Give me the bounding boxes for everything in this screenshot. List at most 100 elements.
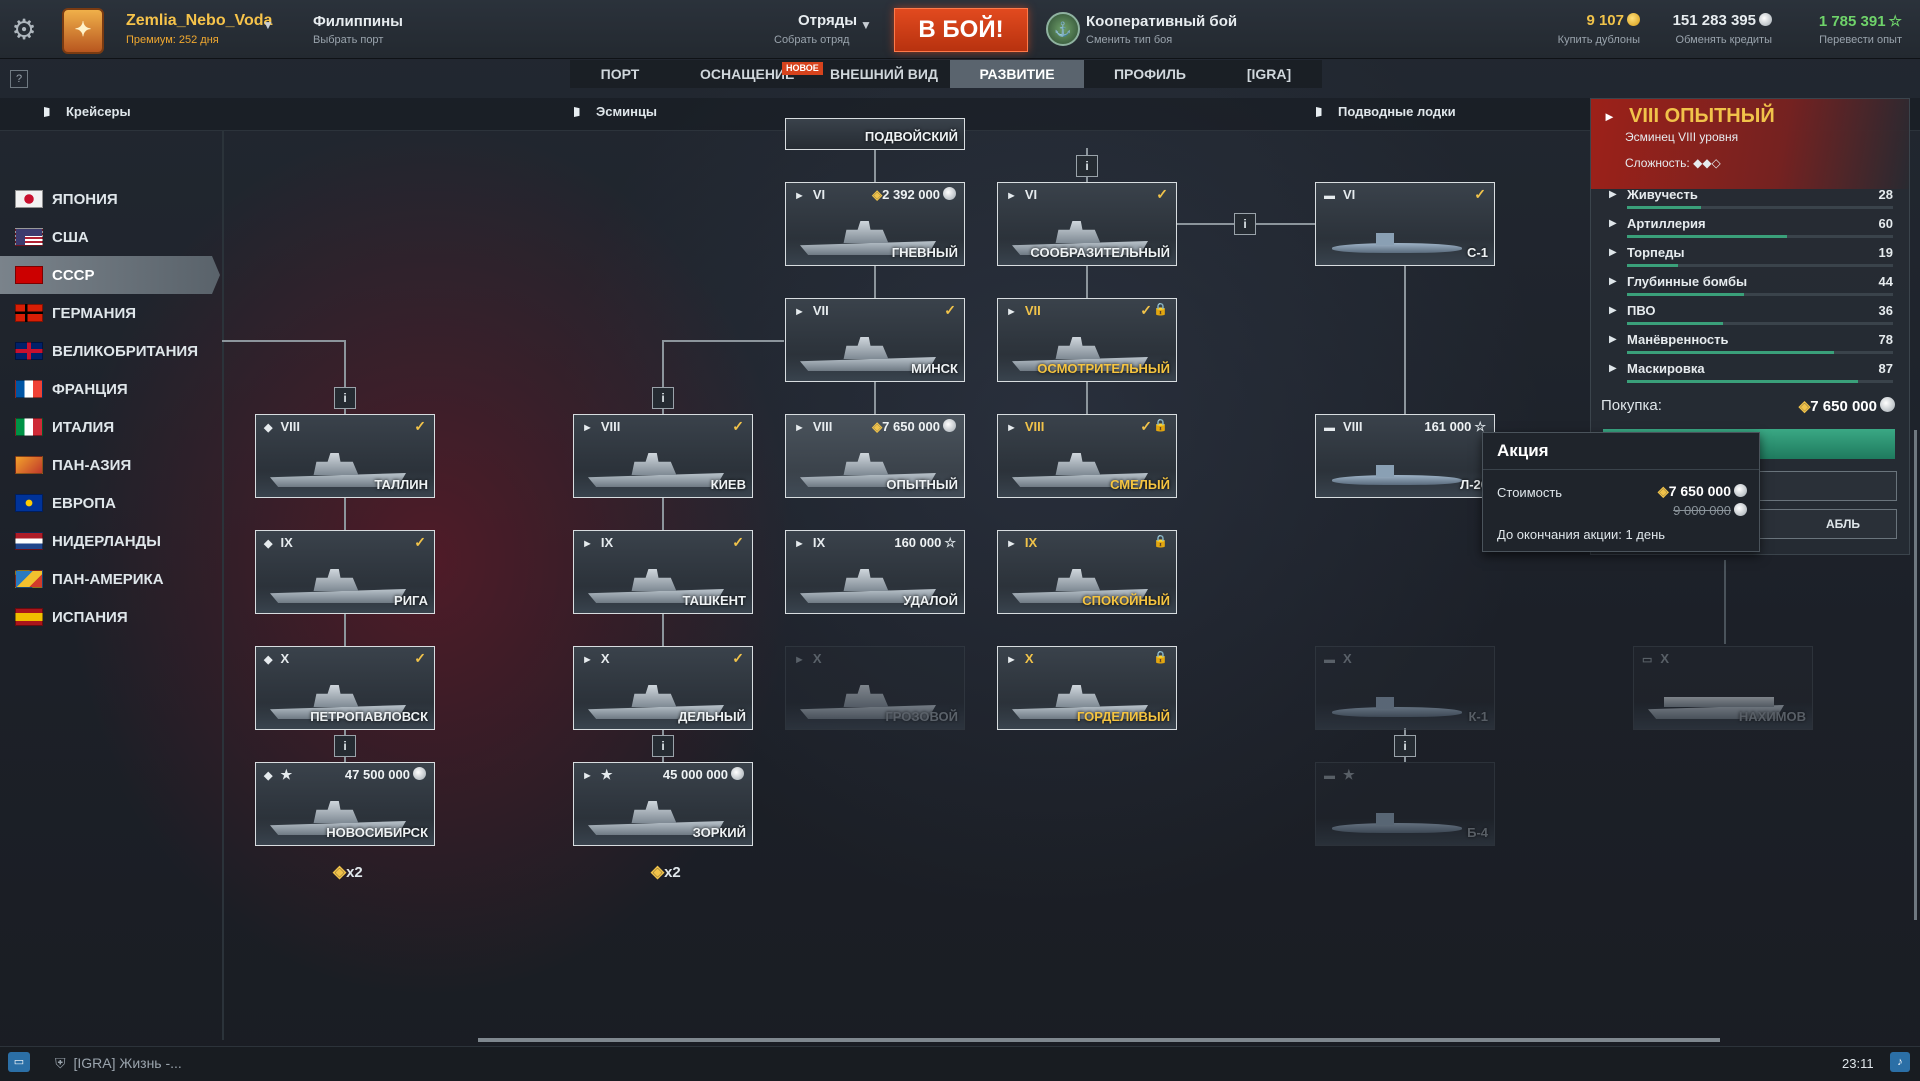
star-icon: ☆ <box>1888 13 1902 30</box>
tier-label: IX <box>600 535 614 550</box>
info-button[interactable]: i <box>1076 155 1098 177</box>
convert-xp-link[interactable]: Перевести опыт <box>1819 34 1902 46</box>
ship-card-k1[interactable]: ▬X К-1 <box>1315 646 1495 730</box>
clan-emblem[interactable]: ✦ <box>62 8 104 54</box>
horizontal-scrollbar[interactable] <box>478 1038 1720 1042</box>
tab-development[interactable]: РАЗВИТИЕ <box>950 60 1084 88</box>
ship-card-kiev[interactable]: ►VIII ✓ КИЕВ <box>573 414 753 498</box>
info-button[interactable]: i <box>652 735 674 757</box>
squad-button[interactable]: Отряды <box>798 12 858 29</box>
info-button[interactable]: i <box>334 387 356 409</box>
nation-europe[interactable]: ЕВРОПА <box>0 484 222 522</box>
free-xp-balance[interactable]: 1 785 391☆ <box>1790 12 1902 30</box>
nation-label: ИТАЛИЯ <box>52 418 115 436</box>
nation-usa[interactable]: США <box>0 218 222 256</box>
tooltip-old-cost: 9 000 000 <box>1673 503 1747 518</box>
nation-list: ЯПОНИЯ США СССР ГЕРМАНИЯ ВЕЛИКОБРИТАНИЯ … <box>0 180 222 636</box>
notification-bell-icon[interactable]: ♪ <box>1890 1052 1910 1072</box>
nation-ussr[interactable]: СССР <box>0 256 220 294</box>
battle-button[interactable]: В БОЙ! <box>894 8 1028 52</box>
port-select-link[interactable]: Выбрать порт <box>313 34 384 46</box>
ship-card-novosibirsk[interactable]: ◆★ 47 500 000 НОВОСИБИРСК <box>255 762 435 846</box>
ship-tier: ▭X <box>1642 651 1669 666</box>
tree-line <box>662 612 664 646</box>
nation-uk[interactable]: ВЕЛИКОБРИТАНИЯ <box>0 332 222 370</box>
chevron-down-icon[interactable]: ▼ <box>860 18 872 32</box>
class-destroyers[interactable]: Эсминцы <box>574 104 657 119</box>
tab-port[interactable]: ПОРТ <box>600 66 640 82</box>
doubloons-balance[interactable]: 9 107 <box>1540 12 1640 29</box>
battle-type-icon[interactable]: ⚓ <box>1046 12 1080 46</box>
tier-label: VIII <box>1024 419 1045 434</box>
credit-icon <box>1734 484 1747 497</box>
ship-card-soobrazitelny[interactable]: ►VI ✓ СООБРАЗИТЕЛЬНЫЙ <box>997 182 1177 266</box>
nation-netherlands[interactable]: НИДЕРЛАНДЫ <box>0 522 222 560</box>
vertical-scrollbar[interactable] <box>1914 430 1917 920</box>
ship-card-smely[interactable]: ►VIII ✓ 🔒 СМЕЛЫЙ <box>997 414 1177 498</box>
ship-card-tashkent[interactable]: ►IX ✓ ТАШКЕНТ <box>573 530 753 614</box>
xp-multiplier: ◈x2 <box>651 862 681 882</box>
ship-card-opytny[interactable]: ►VIII ◈7 650 000 ОПЫТНЫЙ <box>785 414 965 498</box>
ship-card-riga[interactable]: ◆IX ✓ РИГА <box>255 530 435 614</box>
port-name[interactable]: Филиппины <box>313 13 403 30</box>
ship-superstructure <box>843 685 889 707</box>
ship-card-delny[interactable]: ►X ✓ ДЕЛЬНЫЙ <box>573 646 753 730</box>
ship-card-osmotritelny[interactable]: ►VII ✓ 🔒 ОСМОТРИТЕЛЬНЫЙ <box>997 298 1177 382</box>
lock-icon: 🔒 <box>1153 418 1168 432</box>
tree-line <box>874 148 876 184</box>
researched-check-icon: ✓ <box>732 650 744 666</box>
ship-card-minsk[interactable]: ►VII ✓ МИНСК <box>785 298 965 382</box>
tab-appearance[interactable]: ВНЕШНИЙ ВИД <box>830 66 938 82</box>
doubloons-value: 9 107 <box>1586 12 1624 29</box>
ship-card-podvoisky[interactable]: ПОДВОЙСКИЙ <box>785 118 965 150</box>
battle-type[interactable]: Кооперативный бой <box>1086 13 1238 30</box>
info-button[interactable]: i <box>1394 735 1416 757</box>
ship-card-petropavlovsk[interactable]: ◆X ✓ ПЕТРОПАВЛОВСК <box>255 646 435 730</box>
ship-card-b4[interactable]: ▬★ Б-4 <box>1315 762 1495 846</box>
chat-message[interactable]: ⛨[IGRA] Жизнь -... <box>55 1055 182 1072</box>
ship-card-l20[interactable]: ▬VIII 161 000☆ Л-20 <box>1315 414 1495 498</box>
nation-france[interactable]: ФРАНЦИЯ <box>0 370 222 408</box>
ship-card-s1[interactable]: ▬VI ✓ С-1 <box>1315 182 1495 266</box>
nation-spain[interactable]: ИСПАНИЯ <box>0 598 222 636</box>
gear-icon[interactable]: ⚙ <box>11 14 37 45</box>
class-cruisers[interactable]: Крейсеры <box>44 104 131 119</box>
player-name[interactable]: Zemlia_Nebo_Voda <box>126 12 273 29</box>
ship-card-grozovoy[interactable]: ►X ГРОЗОВОЙ <box>785 646 965 730</box>
exchange-credits-link[interactable]: Обменять кредиты <box>1675 34 1772 46</box>
info-button[interactable]: i <box>334 735 356 757</box>
ship-card-zorky[interactable]: ►★ 45 000 000 ЗОРКИЙ <box>573 762 753 846</box>
help-icon[interactable]: ? <box>10 70 28 88</box>
tab-profile[interactable]: ПРОФИЛЬ <box>1113 66 1186 82</box>
chat-icon[interactable]: ▭ <box>8 1052 30 1072</box>
chevron-down-icon[interactable]: ▼ <box>262 18 274 32</box>
nation-pan-america[interactable]: ПАН-АМЕРИКА <box>0 560 222 598</box>
tree-line <box>662 496 664 530</box>
ship-card-nakhimov[interactable]: ▭X НАХИМОВ <box>1633 646 1813 730</box>
tab-clan[interactable]: [IGRA] <box>1246 66 1292 82</box>
credits-balance[interactable]: 151 283 395 <box>1652 12 1772 29</box>
ship-superstructure <box>631 453 677 475</box>
ship-card-tallinn[interactable]: ◆VIII ✓ ТАЛЛИН <box>255 414 435 498</box>
ship-card-gnevny[interactable]: ►VI ◈2 392 000 ГНЕВНЫЙ <box>785 182 965 266</box>
ship-card-spokoyny[interactable]: ►IX 🔒 СПОКОЙНЫЙ <box>997 530 1177 614</box>
nation-italy[interactable]: ИТАЛИЯ <box>0 408 222 446</box>
ship-card-udaloy[interactable]: ►IX 160 000☆ УДАЛОЙ <box>785 530 965 614</box>
nation-germany[interactable]: ГЕРМАНИЯ <box>0 294 222 332</box>
buy-doubloons-link[interactable]: Купить дублоны <box>1557 34 1640 46</box>
ship-card-gordelivy[interactable]: ►X 🔒 ГОРДЕЛИВЫЙ <box>997 646 1177 730</box>
class-submarines[interactable]: Подводные лодки <box>1316 104 1456 119</box>
info-button[interactable]: i <box>1234 213 1256 235</box>
nation-japan[interactable]: ЯПОНИЯ <box>0 180 222 218</box>
nation-pan-asia[interactable]: ПАН-АЗИЯ <box>0 446 222 484</box>
info-button[interactable]: i <box>652 387 674 409</box>
price-value: 45 000 000 <box>662 767 728 782</box>
